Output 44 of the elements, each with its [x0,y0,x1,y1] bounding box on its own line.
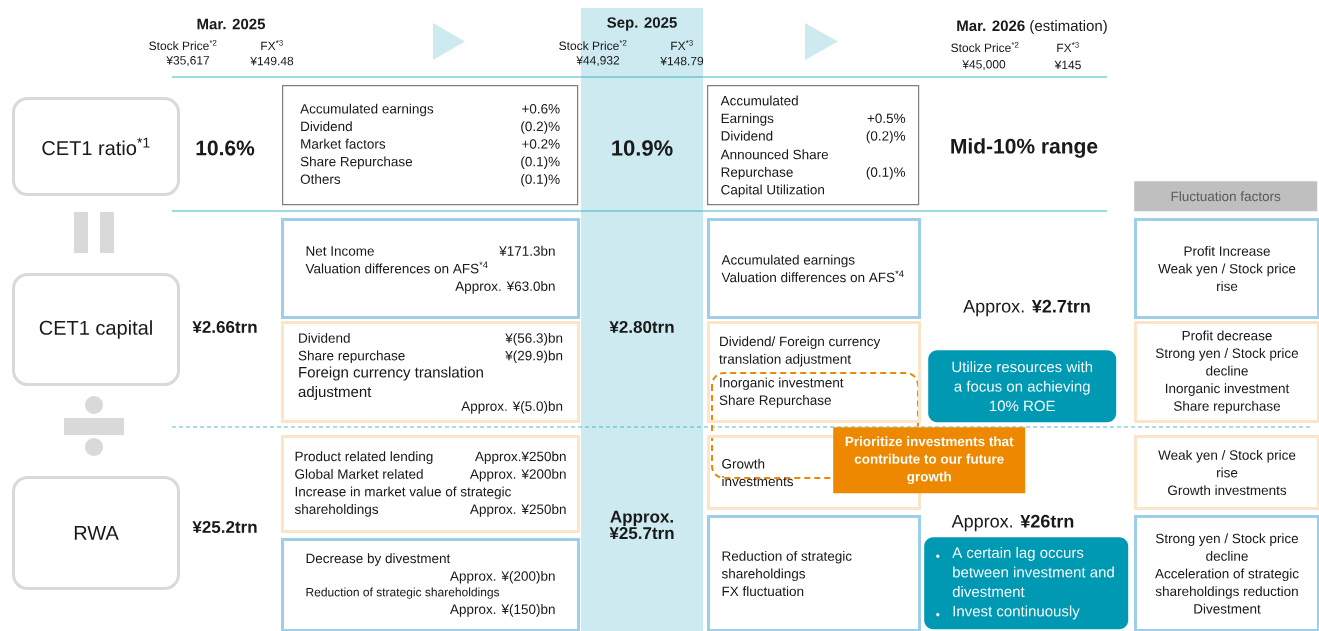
value-text: ¥2.80trn [609,320,674,333]
date-heading: Mar. 2026 (estimation) [957,20,1107,34]
value-text: ¥25.2trn [192,520,257,533]
decrease-box: Dividend ¥(56.3)bn Share repurchase ¥(29.9)bn Foreign currency translation adjustment Approx. ¥(5.0)bn [281,321,580,423]
column-caption: Stock Price$^{*2}$ [951,41,1019,52]
value-text: ¥149.48 [250,56,294,66]
value-text: Approx. ¥2.7trn [963,299,1090,317]
value-text: ¥45,000 [962,60,1006,70]
label-tile: CET1 ratio$^{*1}$ [12,97,180,196]
value-text: ¥35,617 [166,56,210,66]
column-caption: FX$^{*3}$ [1057,42,1079,52]
value-text: 10.9% [612,140,673,156]
column-header: Fluctuation factors [1134,181,1318,212]
callout-box: Prioritize investments that contribute to our future growth [833,427,1026,494]
column-caption: FX$^{*3}$ [671,40,693,50]
factor-box: Profit decrease Strong yen / Stock price decline Inorganic investment Share repurchase [1134,321,1319,423]
column-caption: Stock Price$^{*2}$ [559,39,627,50]
value-text: ¥44,932 [576,56,620,66]
value-text: ¥2.66trn [192,320,257,333]
factor-box: Accumulated Earnings +0.5% Dividend (0.2)% Announced Share Repurchase (0.1)% Capital Utilization [707,85,920,206]
label-tile: CET1 capital [12,273,180,386]
date-heading: Mar. 2025 [197,18,266,30]
decrease-box: Decrease by divestment Approx. ¥(200)bn Reduction of strategic shareholdings Approx. ¥(150)bn [281,538,580,631]
factor-box: Profit Increase Weak yen / Stock price rise [1134,218,1319,319]
decrease-box: Reduction of strategic shareholdings FX fluctuation [707,515,921,631]
increase-box: Net Income ¥171.3bn Valuation differences on AFS$^{*4}$ Approx. ¥63.0bn [281,218,580,319]
column-caption: FX$^{*3}$ [261,40,283,50]
increase-box: Accumulated earnings Valuation differences on AFS$^{*4}$ [707,218,921,319]
callout-box: Utilize resources with a focus on achieving 10% ROE [928,350,1117,423]
label-tile: RWA [12,476,180,590]
decrease-box: Dividend/ Foreign currency translation adjustment Inorganic investment Share Repurchase [707,321,921,423]
value-text: Approx. ¥26trn [951,514,1074,532]
value-text: ¥145 [1054,60,1081,70]
value-text: ¥148.79 [660,56,704,66]
value-text: Mid-10% range [951,138,1098,158]
factor-box: Strong yen / Stock price decline Acceleration of strategic shareholdings reduction Divestment [1134,515,1319,631]
increase-box: Product related lending Approx.¥250bn Global Market related Approx. ¥200bn Increase in market value of strategic shareholdings Approx. ¥250bn [281,435,580,533]
value-text: 10.6% [196,140,255,156]
value-text: Approx. ¥25.7trn [609,510,674,540]
date-heading: Sep. 2025 [607,17,677,31]
column-caption: Stock Price$^{*2}$ [149,39,217,50]
factor-box: Accumulated earnings +0.6% Dividend (0.2)% Market factors +0.2% Share Repurchase (0.1)% Others (0.1)% [282,85,579,206]
callout-box: A certain lag occurs between investment and divestment Invest continuously [924,537,1129,630]
factor-box: Weak yen / Stock price rise Growth investments [1134,435,1319,510]
